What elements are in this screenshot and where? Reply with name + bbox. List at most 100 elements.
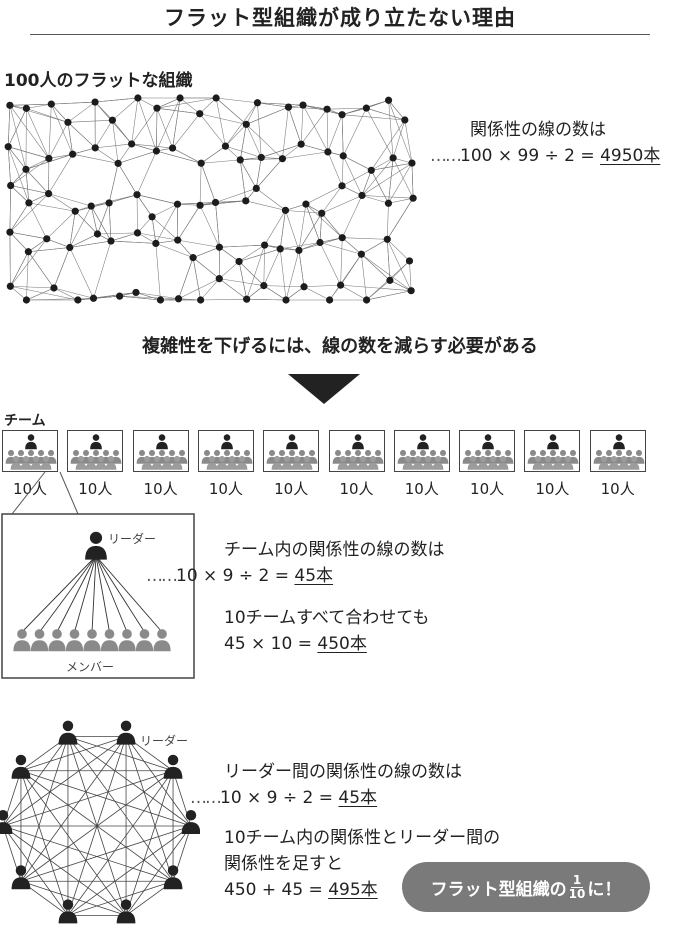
network-node (215, 275, 223, 283)
network-node (235, 257, 243, 266)
leader-icon (58, 720, 78, 745)
network-node (74, 296, 82, 304)
member-icon (497, 455, 509, 470)
sum-label-2: 関係性を足すと (224, 854, 343, 874)
team-formula-expr: 10 × 9 ÷ 2 = (176, 566, 295, 586)
leader-icon (163, 865, 183, 890)
team-member-count: 10人 (470, 480, 505, 498)
leader-icon (58, 899, 78, 924)
team-icon (332, 434, 383, 470)
team-box (589, 430, 646, 472)
member-icon (105, 455, 117, 470)
team-formula: ……10 × 9 ÷ 2 = 45本 (146, 564, 333, 588)
network-node (196, 110, 204, 118)
leader-icon (181, 810, 200, 834)
member-icon (118, 629, 136, 652)
team-icon (266, 434, 318, 470)
leader-formula-result: 45本 (338, 788, 378, 808)
detail-member-label: メンバー (66, 660, 115, 674)
all-teams-label: 10チームすべて合わせても (224, 608, 430, 628)
member-icon (367, 455, 378, 470)
network-node (176, 94, 184, 102)
network-node (295, 246, 303, 254)
member-icon (532, 455, 544, 470)
member-icon (357, 455, 368, 470)
network-node (89, 294, 98, 302)
leader-icon (547, 434, 560, 450)
network-node (197, 159, 205, 167)
member-icon (65, 629, 84, 652)
member-icon (40, 455, 52, 470)
member-icon (477, 455, 489, 470)
leader-icon (85, 531, 107, 560)
network-node (87, 202, 95, 210)
network-node (260, 282, 268, 290)
network-node (196, 201, 204, 209)
member-icon (301, 455, 313, 470)
network-node (108, 116, 117, 124)
member-icon (83, 629, 101, 652)
member-icon (48, 629, 66, 652)
leader-icon (351, 434, 364, 450)
team-member-count: 10人 (274, 480, 309, 498)
network-node (300, 283, 308, 291)
network-node (257, 153, 265, 162)
network-node (212, 94, 220, 102)
member-icon (608, 455, 620, 470)
team-box (2, 430, 58, 472)
team-box (132, 430, 189, 472)
network-node (318, 209, 326, 217)
member-icon (402, 455, 414, 470)
network-node (324, 148, 332, 156)
network-node (386, 276, 394, 284)
network-node (243, 295, 251, 303)
network-node (25, 199, 33, 207)
network-node (384, 96, 393, 104)
network-node (281, 206, 290, 214)
member-icon (432, 455, 444, 470)
member-icon (151, 455, 162, 470)
member-icon (236, 455, 248, 470)
member-icon (75, 455, 87, 470)
network-leader-label: リーダー (140, 734, 189, 748)
team-member-count: 10人 (600, 480, 635, 498)
team-member-count: 10人 (143, 480, 178, 498)
team-box (459, 430, 516, 472)
member-icon (13, 629, 31, 652)
flat-formula: ……100 × 99 ÷ 2 = 4950本 (430, 144, 660, 168)
team-member-count: 10人 (208, 480, 243, 498)
network-node (389, 154, 397, 162)
reduce-lines-message: 複雑性を下げるには、線の数を減らす必要がある (142, 336, 538, 357)
network-node (107, 237, 115, 245)
network-node (174, 295, 183, 303)
network-node (221, 142, 230, 150)
network-node (4, 143, 12, 151)
network-node (299, 101, 307, 109)
team-member-count: 10人 (535, 480, 570, 498)
member-icon (542, 455, 554, 470)
network-node (278, 155, 287, 163)
flat-org-heading: 100人のフラットな組織 (4, 71, 193, 91)
leader-formula-expr: 10 × 9 ÷ 2 = (220, 788, 339, 808)
network-node (22, 296, 31, 304)
member-icon (562, 455, 574, 470)
leader-icon (116, 899, 136, 924)
team-box (393, 430, 450, 472)
network-node (409, 194, 417, 202)
network-node (338, 182, 346, 190)
team-icon (397, 434, 449, 470)
sum-label-1: 10チーム内の関係性とリーダー間の (224, 828, 501, 848)
network-node (282, 296, 290, 304)
leader-formula: ……10 × 9 ÷ 2 = 45本 (190, 786, 377, 810)
leader-icon (11, 754, 31, 779)
team-box (67, 430, 124, 472)
member-icon (95, 455, 107, 470)
flat-formula-result: 4950本 (600, 146, 661, 166)
network-node (236, 156, 244, 164)
leader-links (2, 736, 192, 916)
network-node (284, 103, 293, 111)
sum-formula-expr: 450 + 45 = (224, 880, 329, 900)
member-icon (20, 455, 32, 470)
network-node (152, 239, 160, 247)
network-node (338, 234, 346, 242)
